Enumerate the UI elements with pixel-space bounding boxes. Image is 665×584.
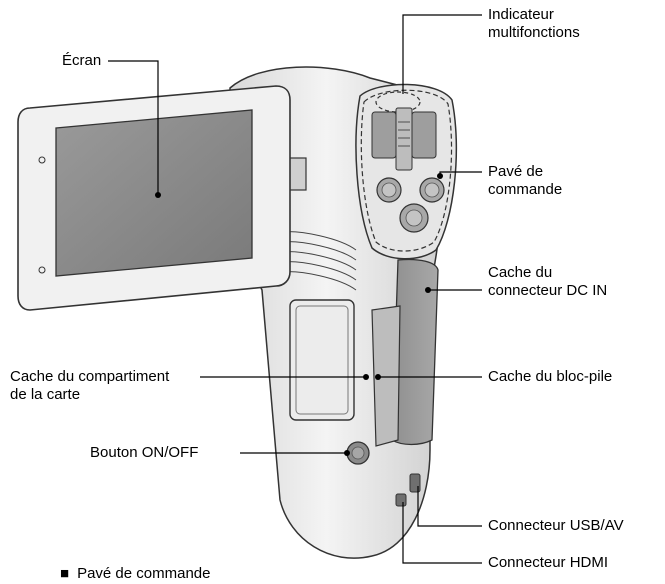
control-pad-outline (360, 89, 453, 252)
leader-lines (108, 14, 482, 564)
zoom-lever (395, 107, 413, 171)
footer-caption: ■ Pavé de commande (60, 565, 210, 583)
label-connecteur-hdmi: Connecteur HDMI (488, 554, 609, 571)
label-ecran: Écran (62, 52, 102, 69)
zoom-lever-right (411, 111, 437, 159)
control-buttons (376, 177, 445, 233)
footer-bullet: ■ (60, 565, 70, 582)
leader-dots (155, 173, 443, 456)
battery-cover (371, 305, 401, 447)
label-indicateur-multifonctions: Indicateur multifonctions (488, 6, 580, 41)
lcd-screen (55, 109, 253, 277)
card-compartment-window (289, 299, 355, 421)
label-cache-compartiment-carte: Cache du compartiment de la carte (10, 368, 170, 403)
label-bouton-on-off: Bouton ON/OFF (90, 444, 199, 461)
indicator-outline (375, 91, 421, 113)
label-cache-dc-in: Cache du connecteur DC IN (488, 264, 608, 299)
footer-text: Pavé de commande (77, 565, 211, 582)
label-cache-bloc-pile: Cache du bloc-pile (488, 368, 613, 385)
grip (391, 258, 439, 446)
label-connecteur-usb-av: Connecteur USB/AV (488, 517, 624, 534)
zoom-lever-left (371, 111, 397, 159)
label-pave-de-commande: Pavé de commande (488, 163, 563, 198)
hdmi-port (395, 493, 407, 507)
